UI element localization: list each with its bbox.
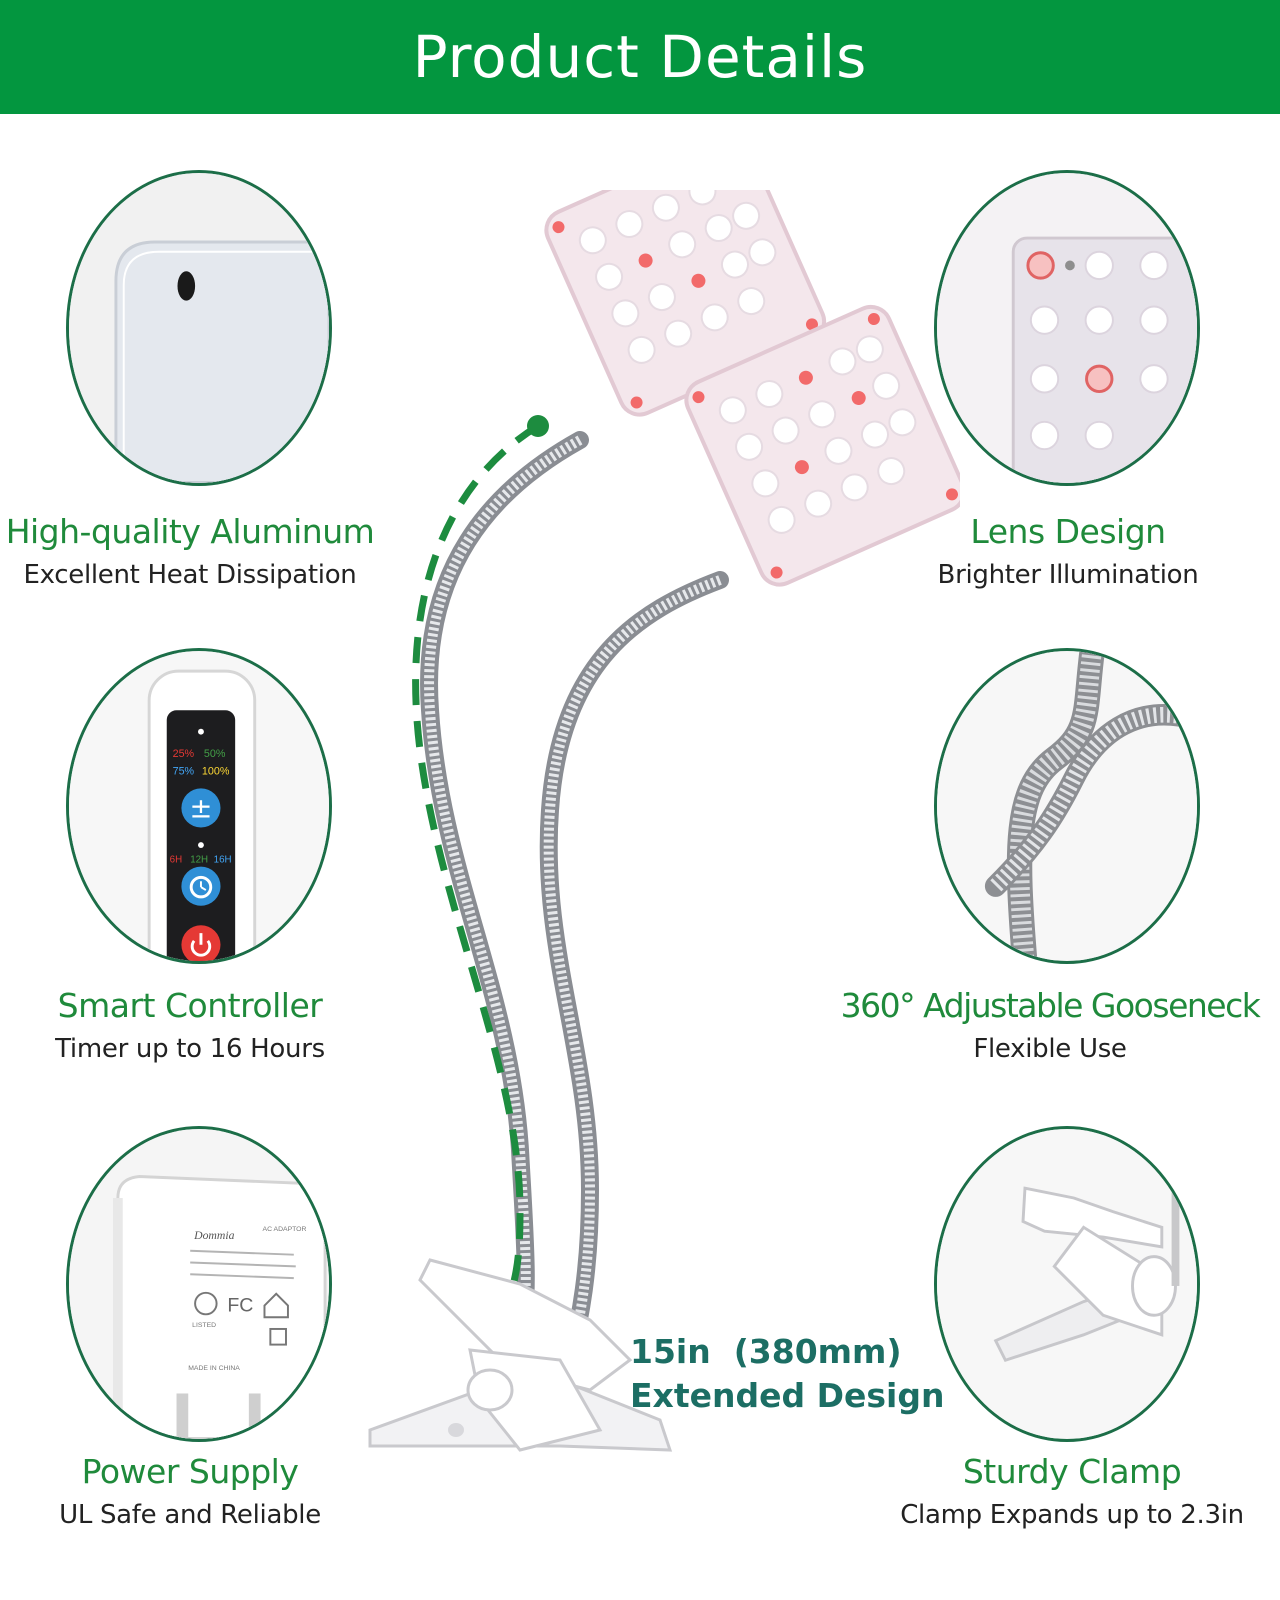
feature-controller-title: Smart Controller	[57, 986, 323, 1025]
extension-start-dot	[527, 415, 549, 437]
clamp-detail-image	[934, 1126, 1200, 1442]
adapter-brand-label: Dommia	[193, 1229, 235, 1242]
level-50-label: 50%	[204, 748, 226, 760]
alarm-clock-icon	[189, 875, 213, 899]
grow-light-product-image	[368, 190, 960, 1452]
level-25-label: 25%	[173, 748, 195, 760]
feature-clamp-title: Sturdy Clamp	[962, 1452, 1182, 1491]
controller-detail-image: 25% 50% 75% 100% ± 6H 12H 16H	[66, 648, 332, 964]
home-icon	[263, 1292, 289, 1319]
feature-aluminum-subtitle: Excellent Heat Dissipation	[23, 560, 357, 590]
feature-lens-subtitle: Brighter Illumination	[937, 560, 1199, 590]
power-icon	[190, 939, 212, 957]
led-panel-left	[544, 190, 827, 417]
feature-gooseneck: 360° Adjustable Gooseneck Flexible Use	[840, 986, 1261, 1066]
base-clamp	[368, 1258, 673, 1452]
gooseneck-detail-image	[934, 648, 1200, 964]
gooseneck-right	[539, 571, 729, 1369]
feature-power-title: Power Supply	[81, 1452, 299, 1491]
lens-detail-image	[934, 170, 1200, 486]
brightness-button	[181, 788, 221, 828]
page-title: Product Details	[412, 23, 868, 91]
feature-power-subtitle: UL Safe and Reliable	[59, 1500, 321, 1530]
feature-gooseneck-subtitle: Flexible Use	[973, 1034, 1127, 1064]
adapter-type-label: AC ADAPTOR	[263, 1226, 307, 1233]
feature-lens: Lens Design Brighter Illumination	[858, 512, 1278, 592]
lens-panel-illustration	[937, 173, 1197, 483]
feature-clamp: Sturdy Clamp Clamp Expands up to 2.3in	[862, 1452, 1280, 1532]
extension-dashed-line	[412, 423, 540, 1298]
timer-12h-label: 12H	[190, 855, 208, 866]
feature-controller: Smart Controller Timer up to 16 Hours	[0, 986, 400, 1066]
made-in-label: MADE IN CHINA	[188, 1365, 240, 1372]
header-banner: Product Details	[0, 0, 1280, 114]
feature-aluminum: High-quality Aluminum Excellent Heat Dis…	[0, 512, 400, 592]
power-adapter-illustration: Dommia AC ADAPTOR FC LISTED MADE IN CHIN…	[69, 1129, 329, 1439]
fc-mark: FC	[227, 1294, 253, 1316]
aluminum-detail-image	[66, 170, 332, 486]
feature-gooseneck-title: 360° Adjustable Gooseneck	[840, 986, 1261, 1025]
feature-controller-subtitle: Timer up to 16 Hours	[55, 1034, 325, 1064]
level-75-label: 75%	[173, 766, 195, 778]
feature-clamp-subtitle: Clamp Expands up to 2.3in	[900, 1500, 1244, 1530]
feature-lens-title: Lens Design	[970, 512, 1166, 551]
led-panel-right	[684, 304, 960, 587]
controller-illustration: 25% 50% 75% 100% ± 6H 12H 16H	[69, 651, 329, 961]
aluminum-plate-illustration	[69, 173, 329, 483]
extension-length: 15in (380mm)	[630, 1332, 902, 1371]
feature-aluminum-title: High-quality Aluminum	[5, 512, 375, 551]
plus-minus-icon: ±	[189, 794, 212, 825]
timer-6h-label: 6H	[170, 855, 182, 866]
gooseneck-illustration	[937, 651, 1197, 961]
extension-callout: 15in (380mm) Extended Design	[630, 1330, 944, 1418]
timer-16h-label: 16H	[214, 855, 232, 866]
listed-mark: LISTED	[192, 1322, 216, 1329]
clamp-illustration	[937, 1129, 1197, 1439]
feature-power: Power Supply UL Safe and Reliable	[0, 1452, 400, 1532]
extension-label: Extended Design	[630, 1376, 945, 1415]
power-supply-detail-image: Dommia AC ADAPTOR FC LISTED MADE IN CHIN…	[66, 1126, 332, 1442]
level-100-label: 100%	[202, 766, 230, 778]
